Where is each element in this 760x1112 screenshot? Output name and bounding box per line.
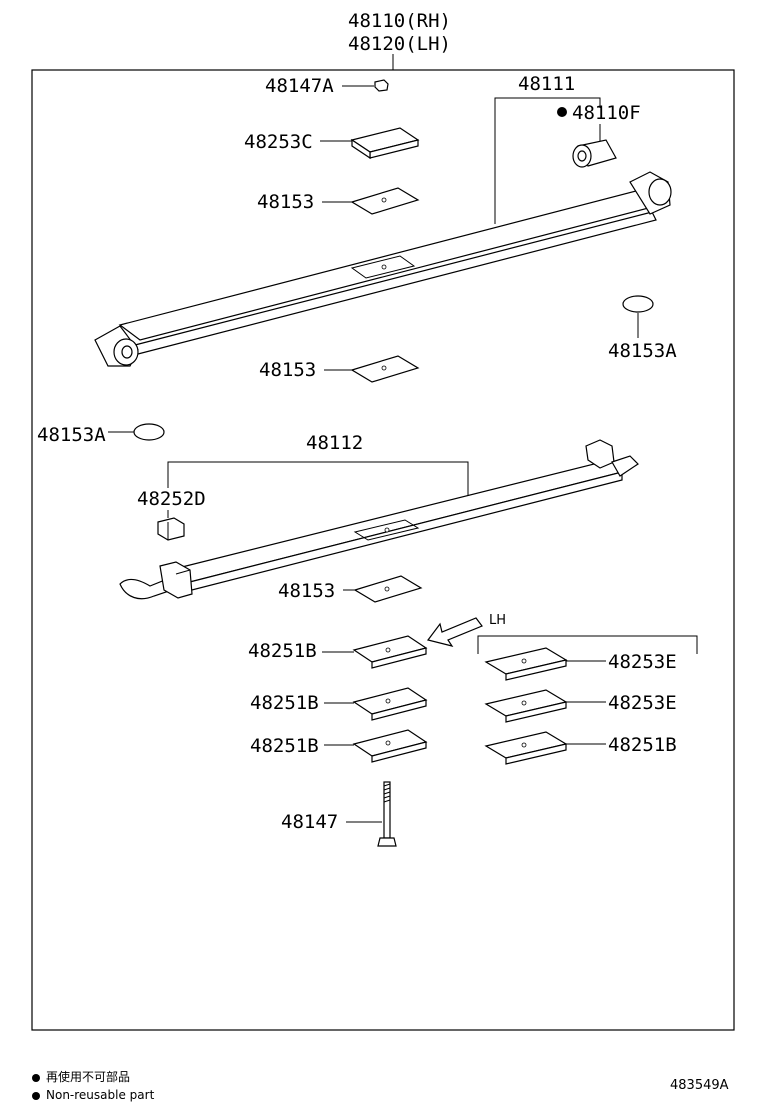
label-48252D[interactable]: 48252D bbox=[137, 488, 206, 510]
label-48153-lower[interactable]: 48153 bbox=[278, 580, 335, 602]
lh-arrow-icon bbox=[426, 617, 483, 647]
bolt-48147[interactable] bbox=[377, 781, 397, 847]
bushing-48110F[interactable] bbox=[572, 139, 617, 168]
diagram-frame bbox=[31, 69, 735, 1031]
plate-48251B-2[interactable] bbox=[352, 687, 428, 721]
plate-48253E-1[interactable] bbox=[484, 647, 568, 681]
assembly-part-lh: 48120(LH) bbox=[348, 33, 451, 55]
plate-48253C[interactable] bbox=[350, 127, 420, 160]
pad-48153A-right[interactable] bbox=[622, 295, 654, 313]
leaf-spring-48112[interactable] bbox=[119, 439, 639, 600]
leaf-spring-48111[interactable] bbox=[94, 171, 672, 367]
label-48153-upper[interactable]: 48153 bbox=[257, 191, 314, 213]
label-48147A[interactable]: 48147A bbox=[265, 75, 334, 97]
pad-48153-lower[interactable] bbox=[353, 575, 423, 603]
assembly-part-rh: 48110(RH) bbox=[348, 10, 451, 32]
legend-jp: 再使用不可部品 bbox=[32, 1070, 130, 1085]
plate-48251B-3[interactable] bbox=[352, 729, 428, 763]
pad-48153A-left[interactable] bbox=[133, 423, 165, 441]
label-48112[interactable]: 48112 bbox=[306, 432, 363, 454]
legend-en-text: Non-reusable part bbox=[46, 1088, 155, 1102]
label-48253C[interactable]: 48253C bbox=[244, 131, 313, 153]
legend-jp-text: 再使用不可部品 bbox=[46, 1070, 131, 1084]
label-48153A-right[interactable]: 48153A bbox=[608, 340, 677, 362]
label-48153A-left[interactable]: 48153A bbox=[37, 424, 106, 446]
nut-48147A[interactable] bbox=[374, 79, 389, 92]
non-reusable-dot bbox=[557, 107, 567, 117]
label-48251B-3[interactable]: 48251B bbox=[250, 735, 319, 757]
label-48251B-1[interactable]: 48251B bbox=[248, 640, 317, 662]
legend-en: Non-reusable part bbox=[32, 1088, 154, 1103]
label-48111[interactable]: 48111 bbox=[518, 73, 575, 95]
label-48253E-2[interactable]: 48253E bbox=[608, 692, 677, 714]
label-48153-middle[interactable]: 48153 bbox=[259, 359, 316, 381]
bullet-dot-icon bbox=[32, 1091, 40, 1100]
label-lh: LH bbox=[489, 613, 506, 628]
label-48110F[interactable]: 48110F bbox=[572, 102, 641, 124]
plate-48253E-2[interactable] bbox=[484, 689, 568, 723]
bullet-dot-icon bbox=[32, 1073, 40, 1082]
plate-48251B-4[interactable] bbox=[484, 731, 568, 765]
label-48251B-4[interactable]: 48251B bbox=[608, 734, 677, 756]
label-48147[interactable]: 48147 bbox=[281, 811, 338, 833]
pad-48153-upper[interactable] bbox=[350, 187, 420, 215]
plate-48251B-1[interactable] bbox=[352, 635, 428, 669]
label-48253E-1[interactable]: 48253E bbox=[608, 651, 677, 673]
pad-48153-middle[interactable] bbox=[350, 355, 420, 383]
diagram-code: 483549A bbox=[670, 1078, 729, 1093]
label-48251B-2[interactable]: 48251B bbox=[250, 692, 319, 714]
clip-48252D[interactable] bbox=[157, 517, 185, 541]
